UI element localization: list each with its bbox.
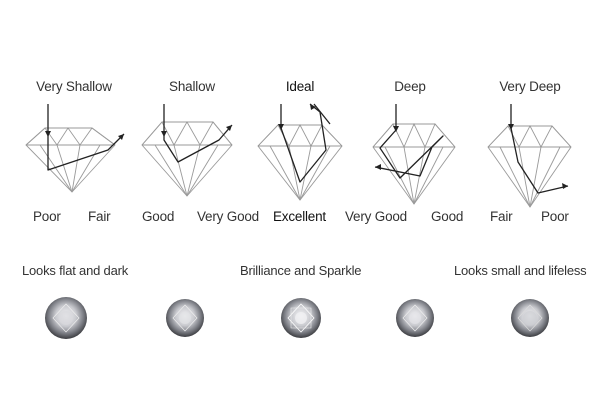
- grade-label: Very Good: [197, 209, 259, 224]
- cut-title-shallow: Shallow: [169, 79, 215, 94]
- grade-label: Poor: [33, 209, 61, 224]
- grade-label: Fair: [490, 209, 513, 224]
- diamond-very-deep: [487, 125, 572, 208]
- appearance-caption-left: Looks flat and dark: [22, 263, 129, 278]
- diamond-ideal: [257, 124, 343, 201]
- arrow-out-icon: [226, 125, 232, 131]
- arrow-down-icon: [161, 131, 167, 137]
- cut-title-ideal: Ideal: [285, 79, 315, 94]
- arrow-down-icon: [278, 124, 284, 130]
- arrow-down-icon: [393, 126, 399, 132]
- grade-label: Good: [142, 209, 175, 224]
- light-path-shallow: [163, 104, 233, 163]
- cut-title-very-shallow: Very Shallow: [36, 79, 112, 94]
- appearance-caption-center: Brilliance and Sparkle: [240, 263, 362, 278]
- arrow-out-icon: [562, 183, 568, 189]
- cut-title-very-deep: Very Deep: [499, 79, 561, 94]
- arrow-out-icon: [375, 164, 381, 170]
- light-path-deep: [374, 104, 444, 179]
- arrow-out-icon: [118, 134, 124, 140]
- grade-label: Good: [431, 209, 464, 224]
- gem-small-lifeless: [511, 299, 549, 337]
- gem-sample-4: [396, 299, 434, 337]
- light-path-very-deep: [510, 104, 569, 194]
- appearance-caption-right: Looks small and lifeless: [454, 263, 587, 278]
- diamond-deep: [372, 122, 456, 205]
- gem-brilliant: [281, 298, 321, 338]
- diamond-shallow: [141, 121, 233, 197]
- grade-label: Very Good: [345, 209, 407, 224]
- diamond-very-shallow: [25, 127, 116, 193]
- gem-sample-2: [166, 299, 204, 337]
- arrow-down-icon: [45, 131, 51, 137]
- grade-label: Fair: [88, 209, 111, 224]
- cut-title-deep: Deep: [394, 79, 426, 94]
- gem-photos: [45, 297, 549, 339]
- grade-label: Excellent: [273, 209, 326, 224]
- arrow-down-icon: [508, 124, 514, 130]
- gem-flat-dark: [45, 297, 87, 339]
- arrow-out-icon: [310, 104, 316, 110]
- grade-label: Poor: [541, 209, 569, 224]
